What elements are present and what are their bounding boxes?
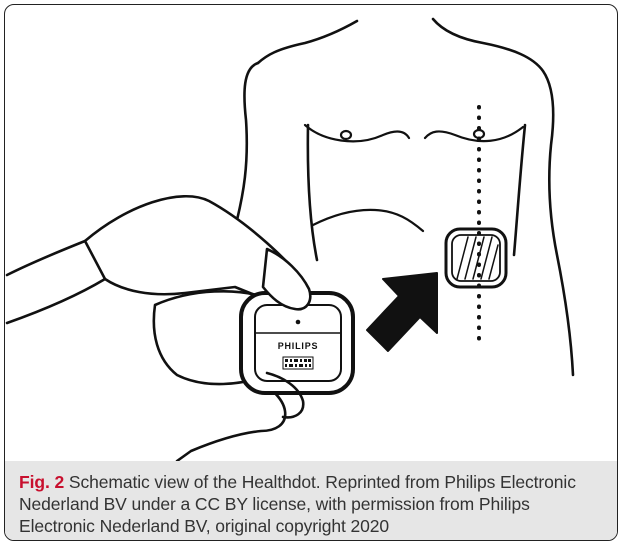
chest-contours xyxy=(305,125,523,231)
figure-caption-text: Schematic view of the Healthdot. Reprint… xyxy=(19,472,576,536)
placement-arrow xyxy=(367,273,437,351)
device-indicator-dot xyxy=(296,320,301,325)
figure-label: Fig. 2 xyxy=(19,472,64,492)
figure-caption-box: Fig. 2 Schematic view of the Healthdot. … xyxy=(5,461,618,541)
device-brand-label: PHILIPS xyxy=(278,341,319,351)
figure-caption: Fig. 2 Schematic view of the Healthdot. … xyxy=(19,471,605,537)
healthdot-illustration: PHILIPS xyxy=(5,5,618,461)
patch-on-body xyxy=(446,229,506,287)
figure-frame: PHILIPS Fig. 2 Schematic view of the xyxy=(4,4,618,541)
